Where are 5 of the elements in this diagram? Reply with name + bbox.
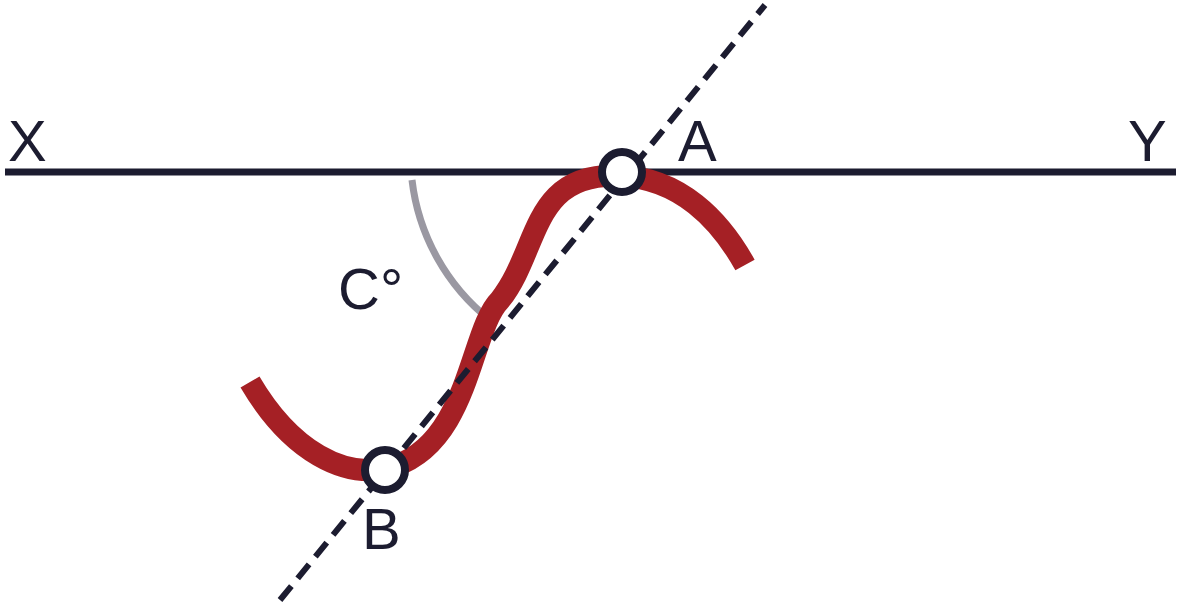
axis-label: Y [1128, 112, 1167, 170]
axis-label: X [8, 112, 47, 170]
point-label: B [362, 500, 401, 558]
point-label: A [678, 112, 717, 170]
angle-label: C° [338, 260, 404, 318]
